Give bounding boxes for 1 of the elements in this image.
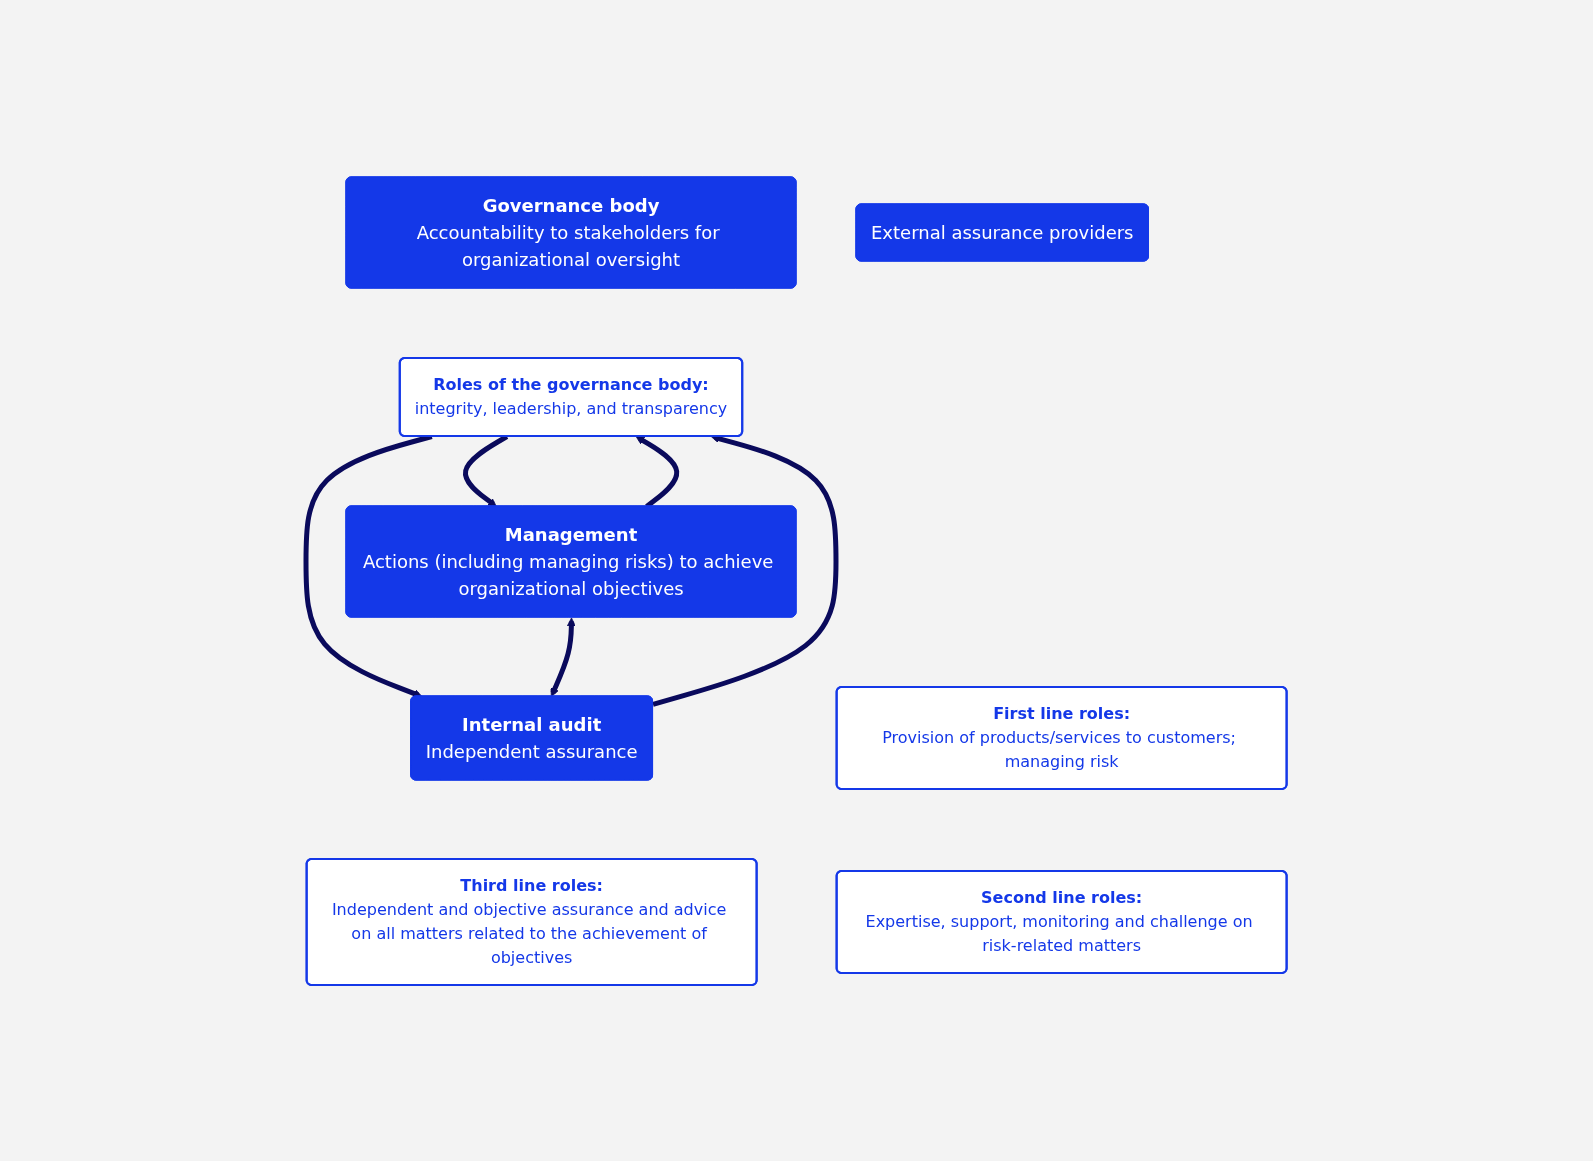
arrow: [550, 617, 576, 697]
